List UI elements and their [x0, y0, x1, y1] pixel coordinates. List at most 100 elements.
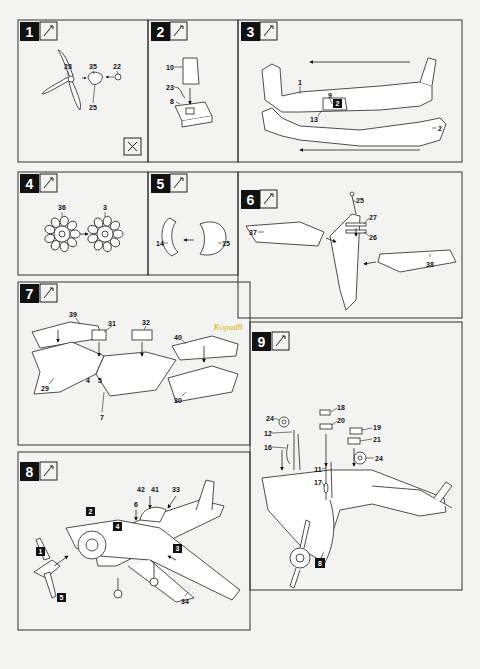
callout-number: 15 [222, 240, 230, 247]
leader-line [49, 318, 186, 412]
fuselage-drawing [262, 64, 432, 112]
aircraft-drawing [354, 448, 355, 466]
leader-line [176, 102, 180, 104]
aircraft-drawing [150, 578, 158, 586]
wing-drawing [142, 342, 143, 356]
callout-number: 39 [69, 311, 77, 318]
aircraft-drawing [320, 410, 330, 415]
aircraft-drawing [290, 548, 310, 568]
leader-line [272, 408, 374, 486]
leader-line [272, 447, 286, 448]
reference-square: 8 [315, 558, 325, 568]
step-panel [148, 20, 238, 162]
leader-line [93, 84, 95, 103]
step-panel [148, 172, 238, 275]
step-number: 2 [151, 22, 170, 41]
leader-line [76, 318, 80, 324]
leader-line [218, 243, 222, 244]
aircraft-drawing [136, 510, 137, 520]
step-number: 3 [241, 22, 260, 41]
glue-icon [40, 174, 57, 192]
leader-line [104, 326, 112, 332]
step-panel [18, 452, 250, 630]
leader-line [353, 200, 356, 202]
step-digit: 2 [336, 100, 340, 107]
aircraft-drawing [326, 434, 327, 466]
reference-square: 1 [36, 547, 45, 556]
engine-drawing [44, 216, 123, 253]
tail-drawing [352, 196, 356, 214]
watermark: Kopad8 [214, 323, 243, 332]
glue-icon [44, 288, 53, 298]
aircraft-drawing [154, 562, 155, 578]
callout-number: 33 [172, 486, 180, 493]
callout-number: 36 [58, 204, 66, 211]
callout-number: 2 [438, 125, 442, 132]
callout-number: 21 [373, 436, 381, 443]
step-digit: 4 [116, 523, 120, 530]
leader-line [258, 200, 430, 257]
glue-icon [44, 466, 53, 476]
glue-icon [264, 26, 273, 36]
callout-number: 22 [113, 63, 121, 70]
reference-square: 5 [57, 593, 66, 602]
fuselage-drawing [310, 62, 410, 63]
glue-icon [260, 22, 277, 40]
step-number: 5 [151, 174, 170, 193]
callout-number: 9 [328, 92, 332, 99]
aircraft-drawing [298, 434, 300, 470]
leader-line [164, 243, 168, 244]
step-panel [238, 172, 462, 318]
leader-line [360, 439, 372, 441]
callout-number: 16 [264, 444, 272, 451]
glue-icon [40, 22, 289, 480]
step-panel [18, 20, 148, 162]
wing-drawing [32, 322, 238, 402]
fuselage-drawing [262, 108, 446, 146]
leader-line [164, 243, 222, 244]
step-digit: 3 [247, 25, 255, 39]
tail-drawing [330, 214, 360, 310]
leader-line [174, 67, 183, 104]
leader-line [102, 392, 104, 412]
aircraft-drawing [350, 428, 362, 434]
aircraft-drawing [262, 470, 446, 560]
aircraft-drawing [300, 520, 310, 548]
propeller-drawing [88, 72, 102, 84]
engine-cylinder [59, 216, 69, 227]
aircraft-drawing [324, 483, 328, 493]
fuselage-drawing [300, 150, 420, 151]
reference-square: 4 [113, 522, 122, 531]
leader-line [322, 482, 324, 486]
leader-line [432, 128, 436, 129]
propeller-drawing [42, 50, 121, 110]
engine-drawing [54, 226, 70, 242]
leader-line [82, 78, 86, 79]
aircraft-drawing [78, 531, 106, 559]
callout-number: 24 [266, 415, 274, 422]
seat-drawing [175, 58, 212, 127]
leader-line [300, 86, 301, 94]
callout-number: 32 [142, 319, 150, 326]
callout-number: 24 [375, 455, 383, 462]
fuselage-drawing [262, 58, 446, 150]
aircraft-drawing [354, 452, 366, 464]
leader-line [174, 67, 183, 68]
cowl-drawing [162, 218, 178, 256]
aircraft-drawing [262, 410, 452, 588]
step-panel [18, 172, 148, 275]
engine-cylinder [102, 216, 112, 227]
glue-icon [272, 332, 289, 350]
seat-drawing [186, 108, 194, 114]
glue-icon [40, 22, 57, 40]
callout-number: 3 [103, 204, 107, 211]
step-panel [250, 322, 462, 590]
aircraft-drawing [358, 456, 362, 460]
leader-line [362, 428, 372, 430]
aircraft-drawing [294, 430, 295, 470]
leader-line [62, 212, 63, 218]
glue-icon [174, 178, 183, 188]
step-number: 9 [252, 332, 271, 351]
callout-number: 28 [64, 63, 72, 70]
